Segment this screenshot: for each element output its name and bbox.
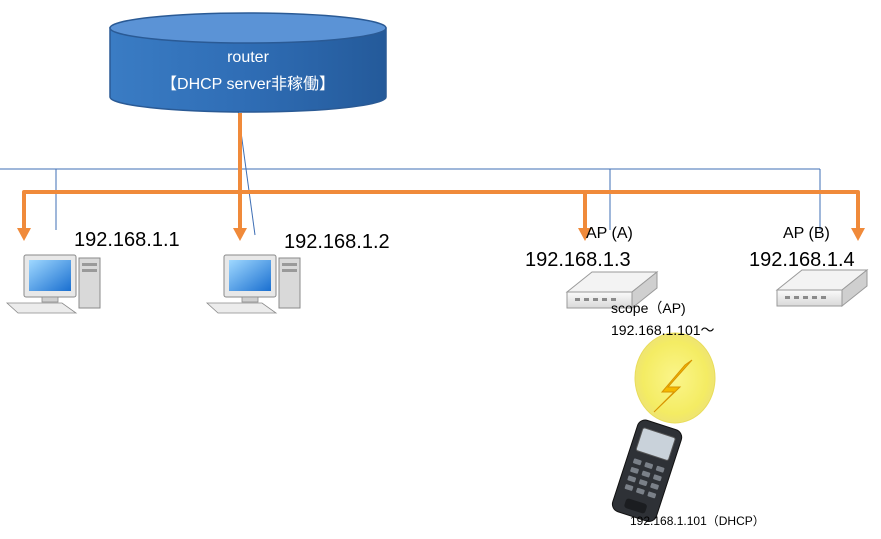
access-point-a-icon xyxy=(565,270,659,310)
arrowhead-pc1 xyxy=(17,228,31,241)
pc2-ip-label: 192.168.1.2 xyxy=(284,231,390,253)
router-name: router xyxy=(227,49,269,66)
ap-a-ip-label: 192.168.1.3 xyxy=(525,249,631,271)
network-lines xyxy=(0,109,821,236)
pc1-ip-label: 192.168.1.1 xyxy=(74,229,180,251)
connection-arrows xyxy=(22,113,860,230)
ap-b-ip-label: 192.168.1.4 xyxy=(749,249,855,271)
ap-a-name-label: AP (A) xyxy=(586,225,633,242)
access-point-b-icon xyxy=(775,268,869,308)
router-status: 【DHCP server非稼働】 xyxy=(161,76,335,93)
pc-icon-1 xyxy=(5,254,101,314)
router-label: router 【DHCP server非稼働】 xyxy=(110,44,386,98)
arrowheads xyxy=(17,228,865,241)
lightning-bolt-icon xyxy=(653,359,693,413)
arrowhead-ap-a xyxy=(578,228,592,241)
arrowhead-ap-b xyxy=(851,228,865,241)
pc-icon-2 xyxy=(205,254,301,314)
handheld-terminal-icon xyxy=(611,419,683,522)
ap-b-name-label: AP (B) xyxy=(783,225,830,242)
handheld-ip-label: 192.168.1.101（DHCP） xyxy=(630,514,765,528)
wireless-signal-icon xyxy=(634,332,716,424)
arrowhead-pc2 xyxy=(233,228,247,241)
router-cylinder xyxy=(109,12,387,113)
scope-title-label: scope（AP) xyxy=(611,300,686,316)
scope-range-label: 192.168.1.101～ xyxy=(611,322,715,338)
